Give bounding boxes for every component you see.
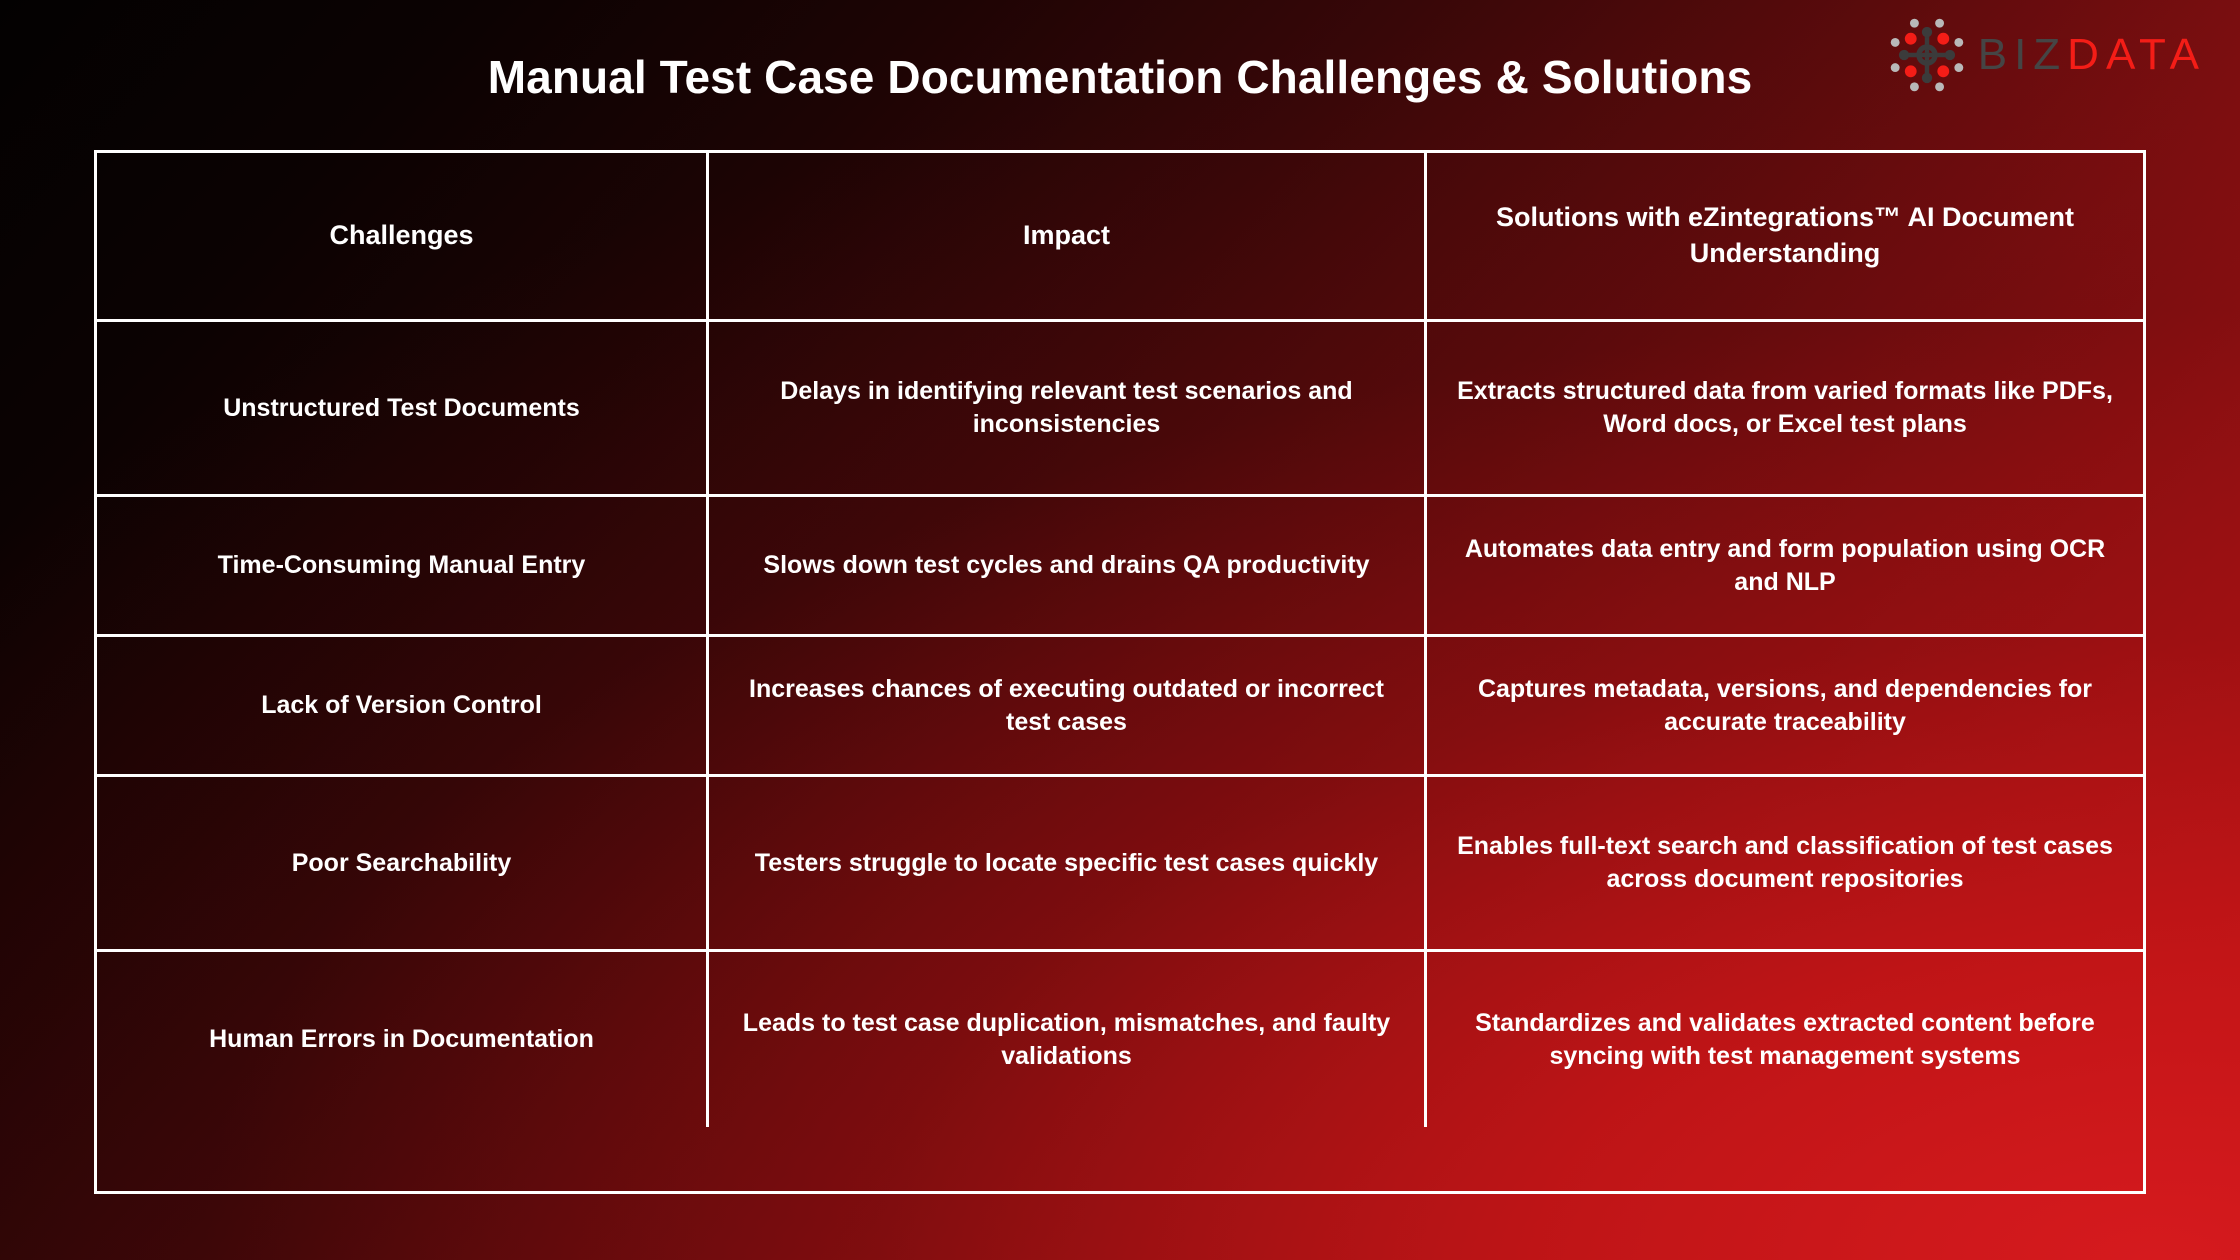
logo-word-biz: BIZ — [1977, 30, 2068, 79]
column-header-impact: Impact — [709, 153, 1427, 319]
cell-solution: Extracts structured data from varied for… — [1457, 377, 2113, 438]
cell-challenge: Lack of Version Control — [97, 637, 709, 774]
logo-word-data: DATA — [2067, 30, 2206, 79]
bizdata-network-node-icon — [1890, 18, 1963, 92]
table-header-row: Challenges Impact Solutions with eZinteg… — [97, 153, 2143, 322]
table-row: Lack of Version Control Increases chance… — [97, 637, 2143, 777]
cell-impact: Testers struggle to locate specific test… — [709, 777, 1427, 949]
table-row: Human Errors in Documentation Leads to t… — [97, 952, 2143, 1127]
cell-challenge: Unstructured Test Documents — [97, 322, 709, 494]
cell-solution: Standardizes and validates extracted con… — [1475, 1008, 2095, 1070]
cell-impact: Delays in identifying relevant test scen… — [709, 322, 1427, 494]
logo-wordmark: BIZDATA — [1978, 33, 2206, 77]
column-header-challenges: Challenges — [97, 153, 709, 319]
cell-impact: Slows down test cycles and drains QA pro… — [709, 497, 1427, 634]
page-title: Manual Test Case Documentation Challenge… — [487, 51, 1753, 103]
table-row: Poor Searchability Testers struggle to l… — [97, 777, 2143, 952]
cell-impact: Leads to test case duplication, mismatch… — [709, 952, 1427, 1127]
table-row: Unstructured Test Documents Delays in id… — [97, 322, 2143, 497]
table-row: Time-Consuming Manual Entry Slows down t… — [97, 497, 2143, 637]
column-header-solutions: Solutions with eZintegrations™ AI Docume… — [1495, 202, 2074, 268]
cell-solution: Automates data entry and form population… — [1464, 534, 2106, 596]
challenges-solutions-table: Challenges Impact Solutions with eZinteg… — [94, 150, 2146, 1194]
bizdata-logo: BIZDATA — [1890, 18, 2206, 92]
header: Manual Test Case Documentation Challenge… — [0, 0, 2240, 150]
cell-solution: Enables full-text search and classificat… — [1457, 832, 2113, 893]
cell-impact: Increases chances of executing outdated … — [709, 637, 1427, 774]
cell-challenge: Poor Searchability — [97, 777, 709, 949]
cell-challenge: Time-Consuming Manual Entry — [97, 497, 709, 634]
cell-challenge: Human Errors in Documentation — [97, 952, 709, 1127]
cell-solution: Captures metadata, versions, and depende… — [1477, 674, 2093, 736]
